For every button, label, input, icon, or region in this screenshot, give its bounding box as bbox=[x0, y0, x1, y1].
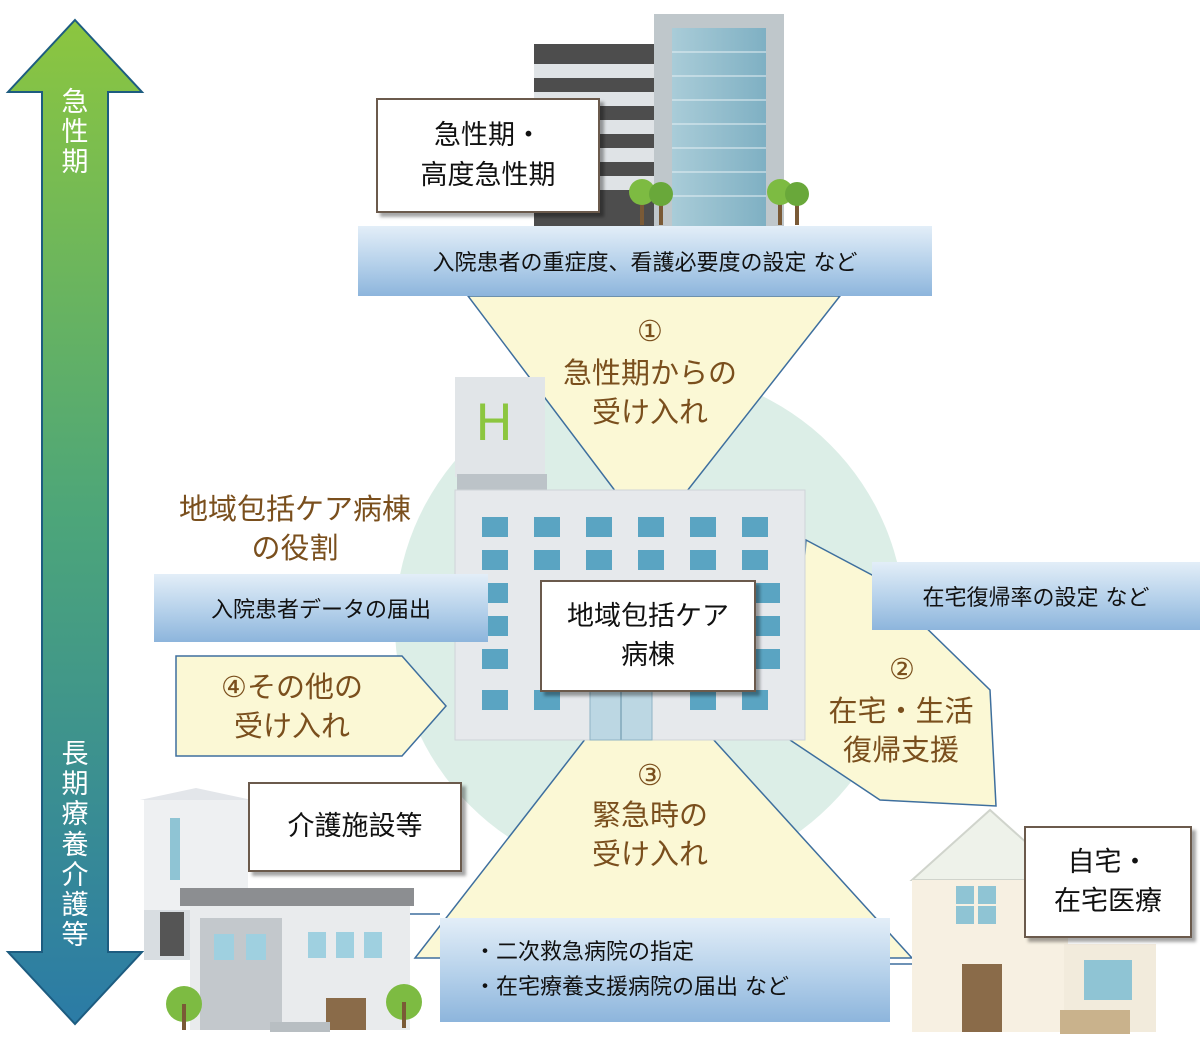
home-building bbox=[909, 808, 1156, 1034]
flow-2-label: 在宅・生活 復帰支援 bbox=[828, 693, 974, 767]
home-box: 自宅・ 在宅医療 bbox=[1024, 826, 1192, 938]
hospital-h-sign: H bbox=[475, 394, 513, 452]
arrow-label-long-term: 長 期 療 養 介 護 等 bbox=[61, 739, 89, 952]
home-return-rate-bar: 在宅復帰率の設定 など bbox=[872, 562, 1200, 630]
flow-4-label: ④その他の 受け入れ bbox=[221, 669, 363, 743]
bottom-designation-bar: ・二次救急病院の指定 ・在宅療養支援病院の届出 など bbox=[440, 918, 890, 1022]
center-ward-box: 地域包括ケア 病棟 bbox=[540, 580, 756, 692]
flow-3-number: ③ bbox=[637, 758, 663, 793]
role-title: 地域包括ケア病棟 の役割 bbox=[178, 491, 411, 565]
care-facility-box: 介護施設等 bbox=[248, 782, 462, 872]
flow-4-arrow bbox=[175, 655, 447, 757]
patient-data-bar: 入院患者データの届出 bbox=[154, 574, 488, 642]
arrow-label-acute: 急 性 期 bbox=[61, 87, 89, 179]
care-facility-building bbox=[140, 788, 422, 1032]
flow-1-number: ① bbox=[637, 314, 663, 349]
flow-1-label: 急性期からの 受け入れ bbox=[562, 355, 737, 429]
acute-phase-box: 急性期・ 高度急性期 bbox=[376, 98, 600, 213]
flow-3-label: 緊急時の 受け入れ bbox=[591, 797, 708, 871]
timeline-double-arrow bbox=[5, 18, 145, 1026]
acute-setting-bar: 入院患者の重症度、看護必要度の設定 など bbox=[358, 226, 932, 296]
flow-2-number: ② bbox=[889, 652, 915, 687]
connector-lines bbox=[410, 913, 912, 965]
